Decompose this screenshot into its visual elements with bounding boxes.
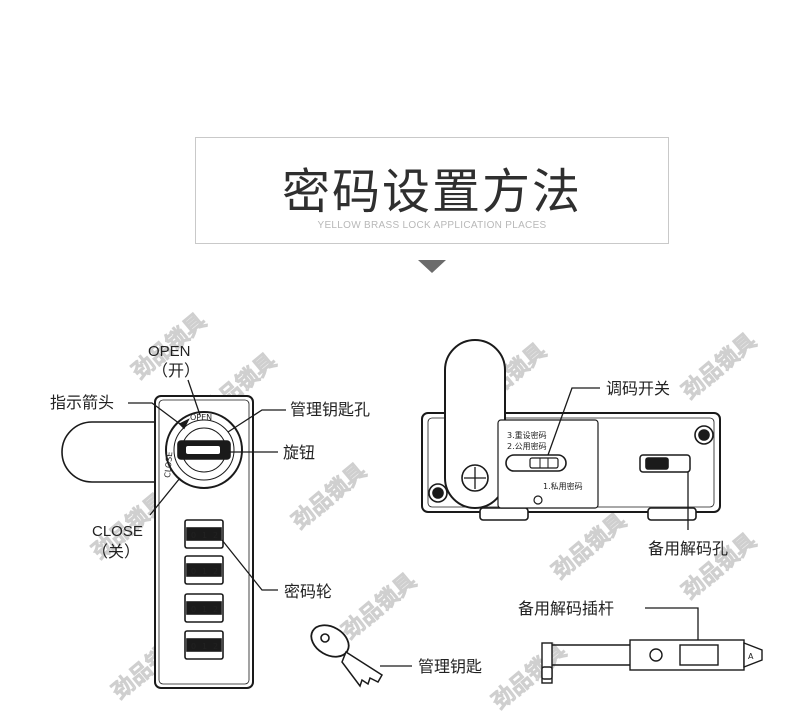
watermark-text: 劲品锁具 <box>677 328 761 404</box>
code-switch-label: 调码开关 <box>606 379 670 398</box>
indicator-arrow-label: 指示箭头 <box>50 393 114 412</box>
right-callout-lines <box>547 387 699 640</box>
left-lock <box>61 395 384 689</box>
right-lock <box>421 339 721 521</box>
open-label: OPEN <box>148 343 191 360</box>
watermark-text: 劲品锁具 <box>337 568 421 644</box>
wheel-digits: 0 1 2 0 1 2 0 1 2 0 1 2 <box>191 531 218 651</box>
backup-rod-label: 备用解码插杆 <box>518 599 614 618</box>
plate-line-reset: 3.重设密码 <box>507 430 547 440</box>
wheel-digit: 2 <box>213 642 218 651</box>
rod-mark: A <box>748 652 754 661</box>
screw-icon <box>428 483 448 503</box>
key-label: 管理钥匙 <box>418 657 482 676</box>
wheel-digit: 0 <box>191 605 196 614</box>
page-subtitle: YELLOW BRASS LOCK APPLICATION PLACES <box>317 220 547 231</box>
plate-line-public: 2.公用密码 <box>507 441 547 451</box>
left-callout-lines <box>128 379 412 667</box>
backup-rod <box>541 639 763 684</box>
management-key <box>310 624 384 688</box>
indicator-arrow-icon <box>178 418 190 430</box>
wheel-digit: 2 <box>213 605 218 614</box>
wheel-digit: 2 <box>213 567 218 576</box>
wheel-digit: 0 <box>191 531 196 540</box>
wheel-digit: 1 <box>202 642 207 651</box>
screw-icon <box>694 425 714 445</box>
title-box: 密码设置方法 YELLOW BRASS LOCK APPLICATION PLA… <box>195 137 669 244</box>
open-cn-label: （开） <box>152 361 200 380</box>
down-arrow-icon <box>418 260 446 273</box>
small-hole-icon <box>533 495 543 505</box>
dial-close-text: CLOSE <box>163 451 174 478</box>
wheel-digit: 0 <box>191 567 196 576</box>
page-title: 密码设置方法 <box>281 164 582 220</box>
backup-hole-label: 备用解码孔 <box>648 539 728 558</box>
lock-shackle <box>61 421 158 483</box>
wheel-digit: 1 <box>202 567 207 576</box>
key-hole-label: 管理钥匙孔 <box>290 400 370 419</box>
watermark-text: 劲品锁具 <box>547 508 631 584</box>
wheel-digit: 0 <box>191 642 196 651</box>
close-cn-label: （关） <box>92 542 140 561</box>
close-label: CLOSE <box>92 523 143 540</box>
watermark-text: 劲品锁具 <box>287 458 371 534</box>
knob-label: 旋钮 <box>283 443 315 462</box>
watermark-text: 劲品锁具 <box>487 638 571 714</box>
dial-open-text: OPEN <box>190 413 212 422</box>
wheel-digit: 1 <box>202 605 207 614</box>
wheel-digit: 1 <box>202 531 207 540</box>
plate-line-private: 1.私用密码 <box>543 481 583 491</box>
code-wheel-stack <box>184 519 224 660</box>
wheel-digit: 2 <box>213 531 218 540</box>
code-wheel-label: 密码轮 <box>284 582 332 601</box>
